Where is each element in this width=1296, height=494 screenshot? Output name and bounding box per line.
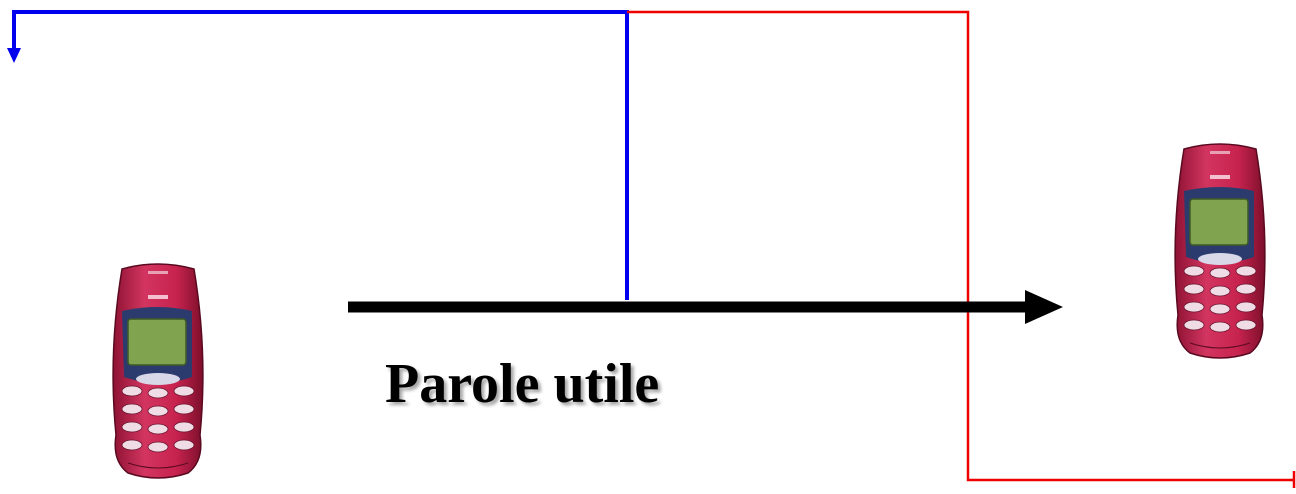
useful-speech-label: Parole utile bbox=[385, 352, 659, 416]
right-phone-icon bbox=[1175, 144, 1265, 358]
blue-echo-path bbox=[7, 12, 627, 300]
left-phone-icon bbox=[113, 264, 203, 478]
arrowhead-icon bbox=[1025, 290, 1063, 324]
useful-speech-arrow bbox=[348, 290, 1063, 324]
blue-arrowhead-icon bbox=[7, 48, 21, 63]
